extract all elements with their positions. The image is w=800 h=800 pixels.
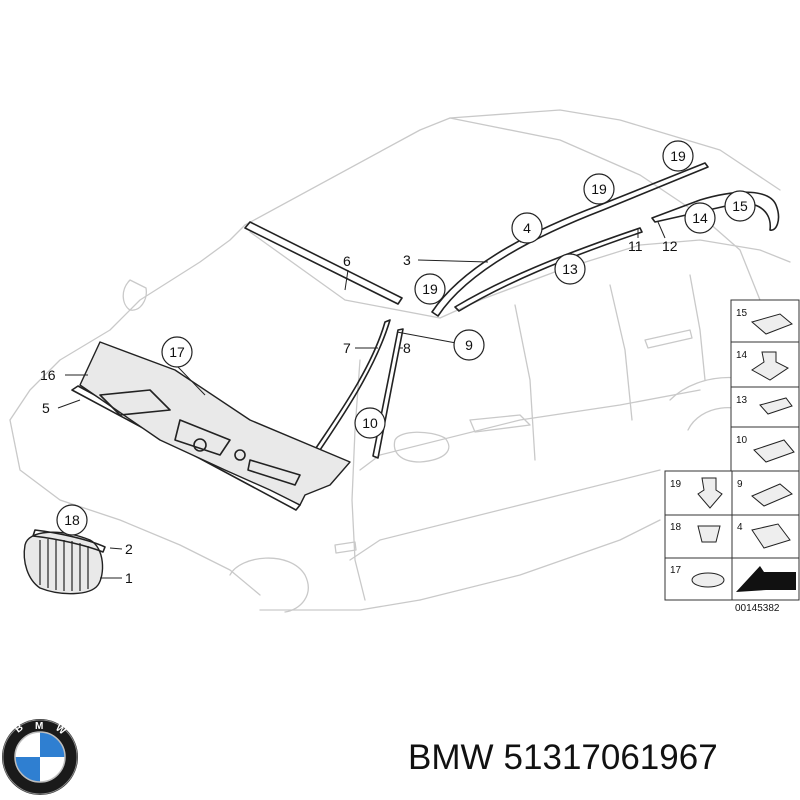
grommet-17-icon	[691, 572, 725, 588]
clip-13-icon	[759, 397, 793, 415]
label-3: 3	[403, 252, 411, 268]
label-5: 5	[42, 400, 50, 416]
legend-15: 15	[736, 308, 748, 319]
callout-17: 17	[169, 344, 185, 360]
parts	[23, 162, 780, 595]
roof-moulding	[431, 162, 709, 317]
callout-9: 9	[465, 337, 473, 353]
legend-4: 4	[737, 522, 743, 533]
callout-15: 15	[732, 198, 748, 214]
clip-4-icon	[751, 523, 791, 549]
clip-14-icon	[751, 351, 789, 381]
legend-17: 17	[670, 565, 682, 576]
leader-lines	[57, 221, 666, 579]
callout-19-roof: 19	[591, 181, 607, 197]
roof-rail-moulding	[454, 227, 643, 312]
clip-10-icon	[753, 439, 795, 463]
svg-text:M: M	[35, 721, 43, 732]
windshield-strip-upper	[244, 221, 403, 305]
label-11: 11	[628, 238, 643, 254]
callout-4: 4	[523, 220, 531, 236]
legend-14: 14	[736, 350, 748, 361]
legend-13: 13	[736, 395, 748, 406]
callout-10: 10	[362, 415, 378, 431]
bmw-logo: B M W	[2, 719, 78, 795]
brand-name: BMW	[408, 738, 494, 777]
label-1: 1	[125, 570, 133, 586]
clip-15-icon	[750, 313, 793, 335]
part-number: 51317061967	[503, 738, 718, 777]
reference-arrow-icon	[736, 566, 796, 592]
legend-9: 9	[737, 479, 743, 490]
callout-14: 14	[692, 210, 708, 226]
label-8: 8	[403, 340, 411, 356]
grille-seal	[32, 529, 106, 553]
clip-18-icon	[697, 525, 721, 543]
clip-19-icon	[697, 477, 723, 509]
callout-19-top: 19	[670, 148, 686, 164]
label-16: 16	[40, 367, 56, 383]
legend-18: 18	[670, 522, 682, 533]
callouts: 19 19 4 14 15 13 19 9 10 17 18 6 3 11 12…	[40, 140, 756, 586]
clip-9-icon	[751, 483, 793, 507]
grille-slats	[39, 539, 89, 591]
callout-13: 13	[562, 261, 578, 277]
callout-18: 18	[64, 512, 80, 528]
label-6: 6	[343, 253, 351, 269]
label-2: 2	[125, 541, 133, 557]
legend-19: 19	[670, 479, 682, 490]
label-7: 7	[343, 340, 351, 356]
diagram-code: 00145382	[735, 603, 780, 614]
callout-19-pillar: 19	[422, 281, 438, 297]
a-pillar-strip-inner	[372, 328, 404, 459]
cowl-panel	[79, 341, 351, 506]
legend-grid: 15 14 13 10 19 9 18 4 17 00145382	[664, 299, 800, 614]
label-12: 12	[662, 238, 678, 254]
legend-10: 10	[736, 435, 748, 446]
rear-roof-moulding	[651, 191, 780, 231]
